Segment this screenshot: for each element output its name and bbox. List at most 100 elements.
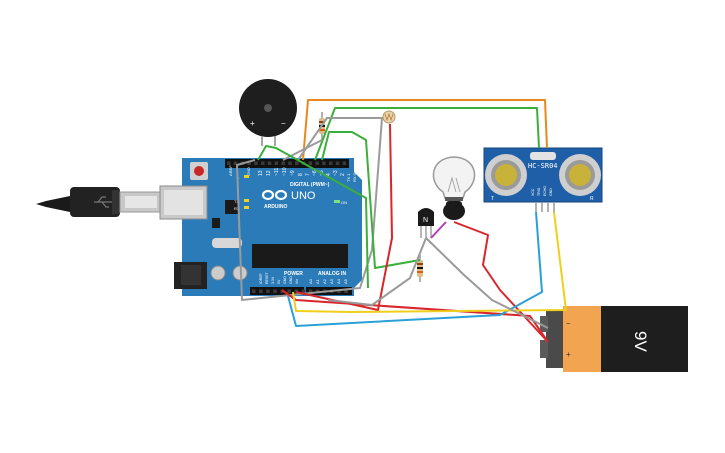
wire-blue[interactable] — [287, 211, 543, 327]
digital-pin-6-label: ~6 — [312, 170, 318, 176]
transistor-label: N — [423, 217, 428, 224]
power-pin-gnd2-label: GND — [289, 276, 293, 284]
header-pin-hole[interactable] — [308, 289, 313, 294]
wire-purple[interactable] — [430, 221, 447, 239]
wires — [236, 99, 567, 343]
tx-led-label: TX — [234, 199, 239, 204]
header-pin-hole[interactable] — [274, 161, 279, 166]
sensor-right-mark: R — [590, 196, 594, 202]
digital-pin-3-label: ~3 — [333, 170, 339, 176]
header-pin-hole[interactable] — [342, 161, 347, 166]
battery-label: 9V — [631, 331, 650, 352]
npn-transistor[interactable]: N — [418, 208, 434, 238]
header-pin-hole[interactable] — [266, 289, 270, 294]
header-pin-hole[interactable] — [329, 161, 333, 166]
digital-pin-9-label: ~9 — [290, 170, 296, 176]
sensor-model-label: HC-SR04 — [528, 162, 558, 170]
analog-pin-a3-label: A3 — [329, 278, 334, 284]
buzzer-plus-label: + — [250, 119, 255, 128]
resistor-bottom[interactable] — [417, 255, 423, 282]
wire-green-left[interactable] — [257, 145, 369, 289]
header-pin-hole[interactable] — [344, 289, 348, 294]
header-pin-hole[interactable] — [301, 289, 306, 294]
header-pin-hole[interactable] — [281, 161, 285, 166]
header-pin-hole[interactable] — [315, 161, 319, 166]
analog-header-label: ANALOG IN — [318, 271, 346, 277]
header-pin-hole[interactable] — [337, 289, 341, 294]
sensor-left-mark: T — [491, 196, 494, 202]
header-pin-hole[interactable] — [273, 289, 277, 294]
header-pin-hole[interactable] — [247, 161, 251, 166]
battery-minus-label: − — [566, 319, 571, 328]
light-bulb[interactable] — [432, 156, 476, 220]
analog-pin-a1-label: A1 — [315, 278, 320, 284]
wire-red-power[interactable] — [281, 289, 549, 343]
header-pin-hole[interactable] — [233, 161, 238, 166]
header-pin-hole[interactable] — [315, 289, 320, 294]
brand-label: ARDUINO — [264, 204, 287, 210]
aref-label: AREF — [228, 165, 233, 176]
on-led-label: ON — [341, 200, 347, 205]
header-pin-hole[interactable] — [252, 289, 256, 294]
header-pin-hole[interactable] — [288, 161, 292, 166]
wire-red-bulb[interactable] — [453, 221, 549, 343]
header-pin-hole[interactable] — [267, 161, 272, 166]
header-pin-hole[interactable] — [287, 289, 292, 294]
header-pin-hole[interactable] — [295, 161, 299, 166]
header-pin-hole[interactable] — [335, 161, 340, 166]
analog-pin-a4-label: A4 — [336, 278, 341, 284]
header-pin-hole[interactable] — [261, 161, 265, 166]
ioref-label: IOREF — [259, 273, 263, 284]
digital-pin-11-label: ~11 — [274, 168, 280, 176]
rx-led-label: RX — [234, 206, 240, 211]
digital-header — [225, 159, 349, 168]
power-pin-vin-label: Vin — [295, 279, 299, 284]
wire-green-top[interactable] — [314, 107, 540, 161]
atmega-chip — [252, 244, 348, 268]
header-pin-hole[interactable] — [259, 289, 263, 294]
l-led-label: L — [237, 175, 240, 180]
power-pin-33v-label: 3.3V — [271, 276, 275, 284]
arduino-logo-icon — [261, 189, 288, 201]
reset-button[interactable] — [194, 166, 204, 176]
wire-gray-top[interactable] — [236, 117, 383, 301]
wire-yellow[interactable] — [292, 211, 567, 313]
wire-orange[interactable] — [302, 99, 548, 161]
digital-pin-7-label: 7 — [305, 173, 311, 176]
battery-plus-label: + — [566, 350, 571, 359]
analog-pin-a5-label: A5 — [343, 278, 348, 284]
model-label: UNO — [291, 190, 316, 202]
header-pin-hole[interactable] — [254, 161, 258, 166]
analog-pin-a0-label: A0 — [308, 278, 313, 284]
buzzer-minus-label: − — [281, 119, 286, 128]
wire-gray-battery[interactable] — [425, 237, 549, 329]
power-header-label: POWER — [284, 271, 303, 277]
power-pin-gnd1-label: GND — [283, 276, 287, 284]
header-pin-hole[interactable] — [322, 161, 326, 166]
usb-cable — [36, 187, 163, 217]
arduino-board: 13 12 ~11 ~10 ~9 8 7 ~6 ~5 4 ~3 2 TX 1 R… — [159, 158, 362, 296]
photoresistor[interactable] — [382, 110, 396, 124]
digital-pin-rx-label: RX 0 — [352, 172, 357, 182]
digital-header-label: DIGITAL (PWM~) — [290, 182, 330, 188]
gnd-label: GND — [246, 167, 251, 176]
sensor-pin-vcc-label: VCC — [531, 188, 535, 196]
battery-9v[interactable]: 9V − + — [540, 306, 688, 372]
digital-pin-10-label: ~10 — [282, 167, 288, 176]
digital-pin-13-label: 13 — [258, 170, 264, 176]
header-pin-hole[interactable] — [227, 161, 231, 166]
digital-pin-2-label: 2 — [340, 173, 346, 176]
header-pin-hole[interactable] — [308, 161, 313, 166]
wire-gray-resistor[interactable] — [282, 139, 323, 161]
wire-green-analog[interactable] — [321, 131, 421, 269]
wire-gray-battery-2[interactable] — [327, 237, 427, 306]
digital-pin-12-label: 12 — [266, 170, 272, 176]
digital-pin-4-label: 4 — [326, 173, 332, 176]
reset-pin-label: RESET — [265, 271, 269, 284]
power-header — [250, 287, 304, 295]
piezo-buzzer[interactable]: + − — [239, 79, 297, 146]
ultrasonic-sensor[interactable]: HC-SR04 T R VCC TRIG ECHO GND — [483, 147, 603, 212]
digital-pin-tx-label: TX 1 — [346, 173, 351, 182]
sensor-pin-trig-label: TRIG — [537, 187, 541, 196]
